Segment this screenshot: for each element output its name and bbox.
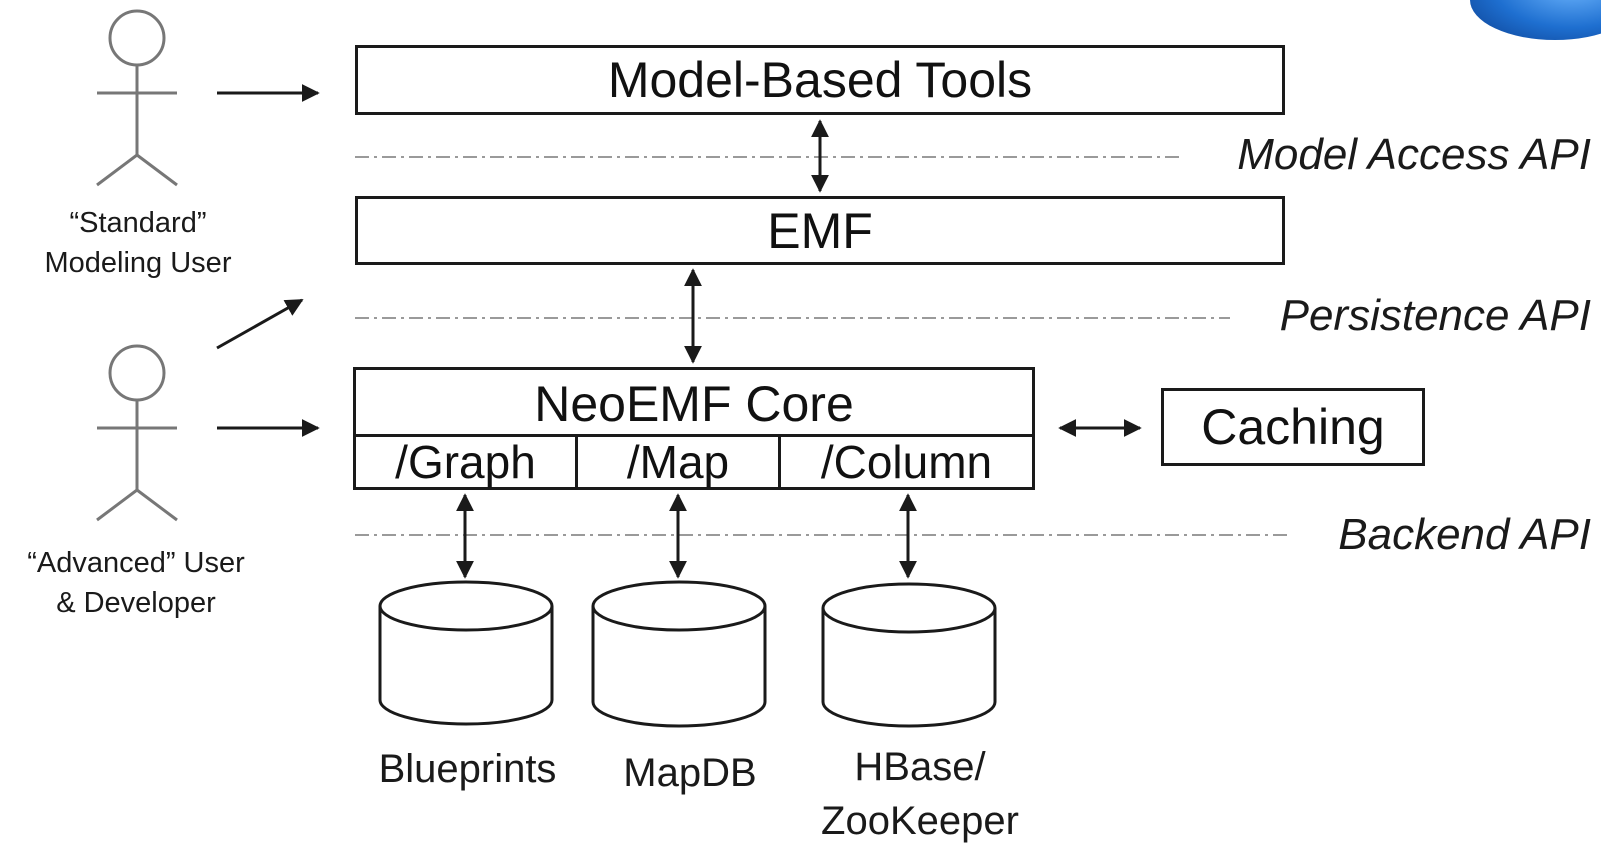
advanced-user-figure <box>96 344 178 522</box>
neoemf-core-label: NeoEMF Core <box>534 375 854 432</box>
model-based-tools-label: Model-Based Tools <box>607 52 1033 108</box>
advanced-user-label-line1: “Advanced” User <box>27 547 245 579</box>
blueprints-label: Blueprints <box>378 747 557 791</box>
hbase-db-icon <box>821 582 997 728</box>
hbase-label: HBase/ ZooKeeper <box>800 740 1040 848</box>
caching-box: Caching <box>1161 388 1425 466</box>
mapdb-db-icon <box>591 580 767 728</box>
map-module-label: /Map <box>626 436 730 488</box>
advanced-user-emf-arrow <box>216 298 304 350</box>
standard-user-label-line2: Modeling User <box>44 247 232 279</box>
model-access-api-label: Model Access API <box>1237 130 1591 179</box>
graph-module-label: /Graph <box>395 436 536 488</box>
standard-user-figure <box>96 9 178 187</box>
map-module-box: /Map <box>575 434 781 490</box>
graph-module-box: /Graph <box>353 434 578 490</box>
model-based-tools-box: Model-Based Tools <box>355 45 1285 115</box>
column-module-label: /Column <box>820 436 993 488</box>
advanced-user-label: “Advanced” User & Developer <box>5 543 267 623</box>
emf-label: EMF <box>767 202 873 259</box>
column-module-box: /Column <box>778 434 1035 490</box>
mapdb-label: MapDB <box>623 751 757 795</box>
blueprints-db-icon <box>378 580 554 726</box>
persistence-api-label: Persistence API <box>1279 291 1591 340</box>
backend-api-label: Backend API <box>1338 510 1591 559</box>
hbase-label-line1: HBase/ <box>854 745 986 789</box>
standard-user-label: “Standard” Modeling User <box>18 203 258 283</box>
caching-label: Caching <box>1201 399 1385 455</box>
standard-user-label-line1: “Standard” <box>69 207 207 239</box>
advanced-user-label-line2: & Developer <box>56 587 216 619</box>
emf-box: EMF <box>355 196 1285 265</box>
hbase-label-line2: ZooKeeper <box>821 799 1019 843</box>
neoemf-core-box: NeoEMF Core <box>353 367 1035 437</box>
